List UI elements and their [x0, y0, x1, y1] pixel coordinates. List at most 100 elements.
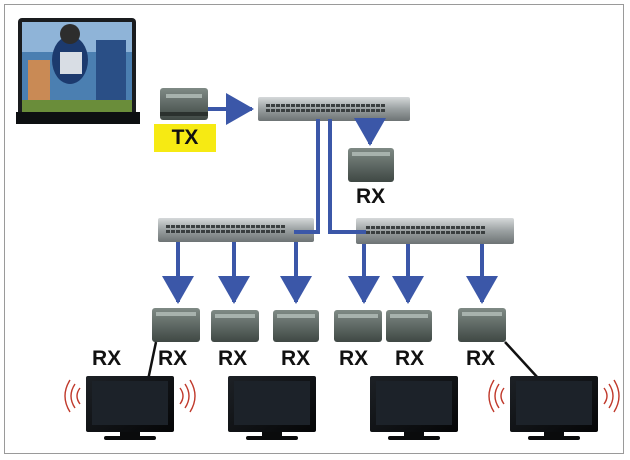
cables	[162, 93, 498, 304]
tv-display-icon	[228, 376, 316, 440]
switch-port	[211, 230, 215, 233]
switch-port	[411, 231, 415, 234]
switch-port	[281, 104, 285, 107]
switch-port	[381, 231, 385, 234]
switch-port	[276, 225, 280, 228]
switch-port	[256, 225, 260, 228]
switch-port	[211, 225, 215, 228]
switch-port	[391, 231, 395, 234]
switch-port	[381, 226, 385, 229]
switch-port	[316, 109, 320, 112]
switch-port	[321, 109, 325, 112]
switch-port	[446, 226, 450, 229]
switch-port	[396, 231, 400, 234]
switch-port	[246, 230, 250, 233]
switch-port	[171, 230, 175, 233]
switch-port	[251, 225, 255, 228]
switch-port	[226, 225, 230, 228]
switch-port	[176, 230, 180, 233]
switch-port	[191, 230, 195, 233]
switch-port	[186, 230, 190, 233]
switch-port	[286, 109, 290, 112]
switch-port	[441, 231, 445, 234]
switch-port	[241, 230, 245, 233]
switch-port	[376, 109, 380, 112]
switch-port	[281, 225, 285, 228]
switch-port	[226, 230, 230, 233]
switch-port	[166, 225, 170, 228]
switch-port	[376, 231, 380, 234]
switch-port	[231, 225, 235, 228]
switch-port	[341, 104, 345, 107]
switch-port	[371, 104, 375, 107]
switch-port	[266, 225, 270, 228]
switch-port	[306, 109, 310, 112]
switch-port	[276, 104, 280, 107]
switch-port	[316, 104, 320, 107]
switch-port	[341, 109, 345, 112]
switch-port	[461, 226, 465, 229]
switch-port	[331, 104, 335, 107]
switch-port	[431, 226, 435, 229]
switch-port	[361, 104, 365, 107]
switch-port	[371, 231, 375, 234]
switch-port	[281, 109, 285, 112]
switch-port	[466, 231, 470, 234]
switch-port	[336, 109, 340, 112]
switch-port	[436, 231, 440, 234]
tv-display-icon	[370, 376, 458, 440]
switch-port	[251, 230, 255, 233]
switch-port	[201, 230, 205, 233]
switch-port	[241, 225, 245, 228]
switch-port	[231, 230, 235, 233]
switch-port	[266, 109, 270, 112]
rx-device-icon	[211, 310, 259, 342]
switch-port	[366, 226, 370, 229]
switch-port	[361, 109, 365, 112]
switch-port	[346, 109, 350, 112]
rx-label: RX	[281, 347, 311, 370]
switch-port	[281, 230, 285, 233]
switch-port	[471, 226, 475, 229]
switch-port	[176, 225, 180, 228]
switch-port	[481, 231, 485, 234]
switch-port	[451, 231, 455, 234]
switch-port	[216, 230, 220, 233]
switch-port	[401, 226, 405, 229]
switch-port	[291, 104, 295, 107]
switch-port	[351, 104, 355, 107]
switch-port	[366, 231, 370, 234]
switch-port	[461, 231, 465, 234]
switch-port	[196, 230, 200, 233]
switch-port	[296, 109, 300, 112]
switch-port	[326, 109, 330, 112]
tv-display-icon	[510, 376, 598, 440]
switch-port	[476, 226, 480, 229]
switch-port	[351, 109, 355, 112]
switch-port	[356, 109, 360, 112]
switch-port	[456, 226, 460, 229]
switch-port	[466, 226, 470, 229]
tx-device-icon	[160, 88, 208, 120]
wireless-signal-icon	[488, 379, 620, 413]
switch-port	[406, 231, 410, 234]
rx-device-icon	[273, 310, 319, 342]
rx-label: RX	[218, 347, 248, 370]
switch-port	[426, 231, 430, 234]
switch-port	[321, 104, 325, 107]
switch-port	[311, 104, 315, 107]
switch-port	[451, 226, 455, 229]
display-cables	[146, 341, 539, 381]
source-tv-icon	[16, 18, 140, 124]
switch-port	[336, 104, 340, 107]
switch-port	[261, 230, 265, 233]
switch-port	[421, 226, 425, 229]
switch-port	[366, 109, 370, 112]
switch-port	[381, 104, 385, 107]
switch-port	[286, 104, 290, 107]
rx-device-icon	[152, 308, 200, 342]
switch-port	[261, 225, 265, 228]
rx-device-icon	[458, 308, 506, 342]
switch-port	[276, 230, 280, 233]
